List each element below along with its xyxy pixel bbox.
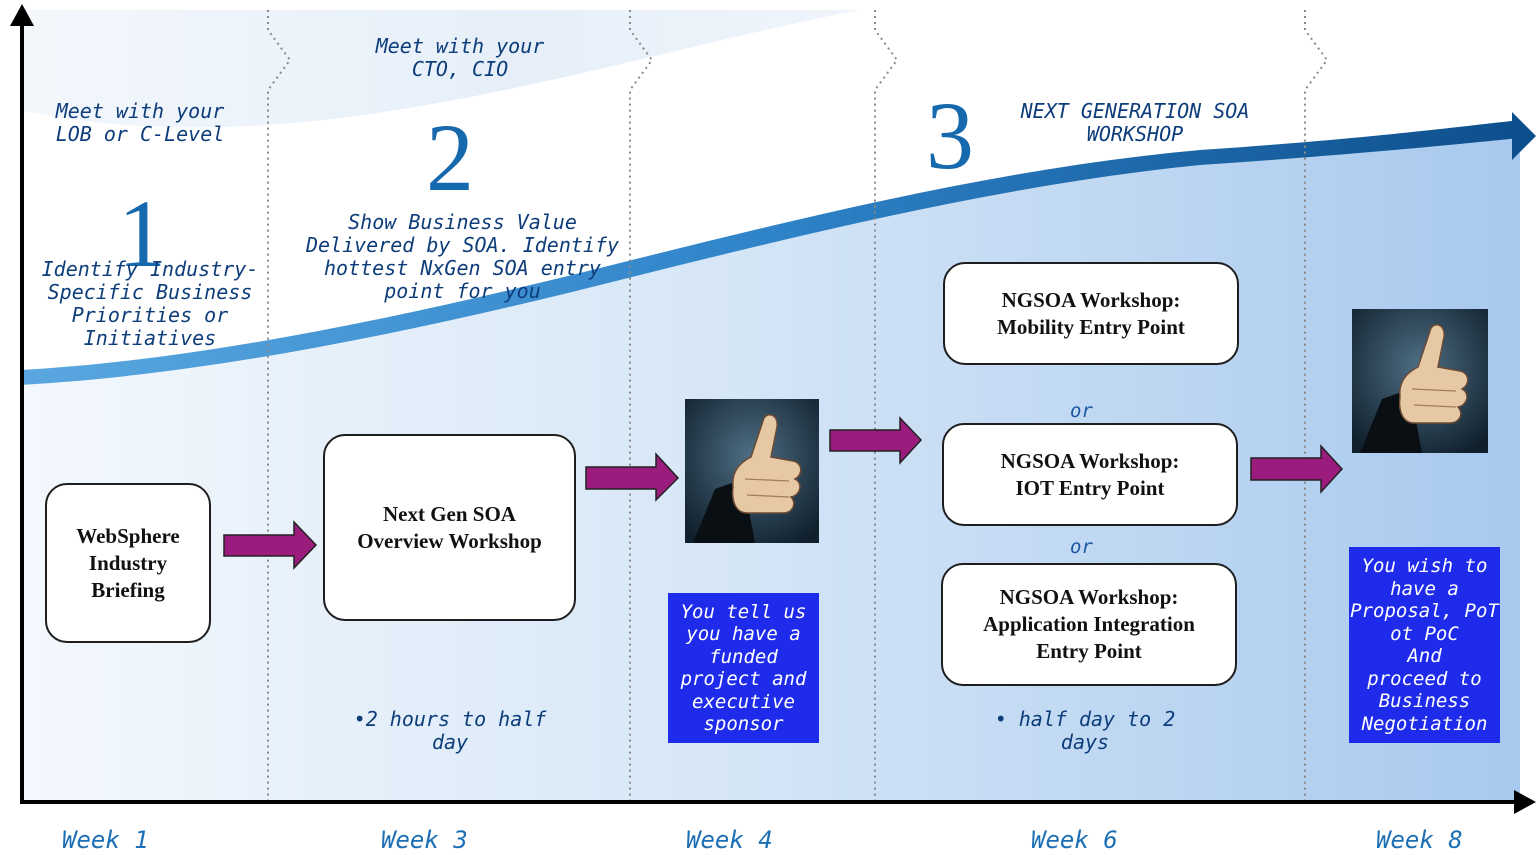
separator-4: [1304, 10, 1329, 800]
mobility-workshop-box: NGSOA Workshop: Mobility Entry Point: [943, 262, 1239, 365]
phase1-number: 1: [118, 180, 166, 287]
ribbon-arrowhead: [1512, 112, 1536, 160]
phase1-description: Identify Industry- Specific Business Pri…: [41, 257, 259, 350]
week-label-6: Week 6: [1031, 826, 1118, 854]
thumbs-up-image-2: [1352, 309, 1488, 453]
flow-arrow-2: [585, 452, 680, 502]
separator-3: [874, 10, 899, 800]
week-label-1: Week 1: [62, 826, 149, 854]
week-label-4: Week 4: [686, 826, 773, 854]
or-label-1: or: [1070, 400, 1093, 422]
websphere-briefing-box: WebSphere Industry Briefing: [45, 483, 211, 643]
phase2-meet-text: Meet with your CTO, CIO: [375, 34, 545, 81]
nextgen-overview-box: Next Gen SOA Overview Workshop: [323, 434, 576, 621]
overview-duration: •2 hours to half day: [353, 707, 547, 754]
phase2-description: Show Business Value Delivered by SOA. Id…: [305, 210, 620, 303]
flow-arrow-4: [1250, 444, 1344, 494]
funded-project-note: You tell us you have a funded project an…: [668, 593, 819, 743]
flow-arrow-3: [829, 416, 923, 465]
growth-ribbon: [20, 120, 1520, 385]
phase3-title: NEXT GENERATION SOA WORKSHOP: [1020, 99, 1250, 146]
flow-arrow-1: [223, 520, 318, 570]
ngsoa-duration: • half day to 2 days: [994, 707, 1176, 754]
or-label-2: or: [1070, 536, 1093, 558]
week-label-8: Week 8: [1376, 826, 1463, 854]
separator-2: [629, 10, 654, 800]
proposal-note: You wish to have a Proposal, PoT ot PoC …: [1349, 547, 1500, 743]
x-axis-arrowhead: [1514, 790, 1536, 814]
week-label-3: Week 3: [381, 826, 468, 854]
thumbs-up-image-1: [685, 399, 819, 543]
phase2-number: 2: [426, 104, 474, 211]
phase1-meet-text: Meet with your LOB or C-Level: [55, 99, 225, 146]
top-arc-band: [20, 10, 860, 128]
separator-1: [267, 10, 292, 800]
iot-workshop-box: NGSOA Workshop: IOT Entry Point: [942, 423, 1238, 526]
app-integration-workshop-box: NGSOA Workshop: Application Integration …: [941, 563, 1237, 686]
phase3-number: 3: [926, 82, 974, 189]
y-axis-arrowhead: [10, 4, 34, 26]
